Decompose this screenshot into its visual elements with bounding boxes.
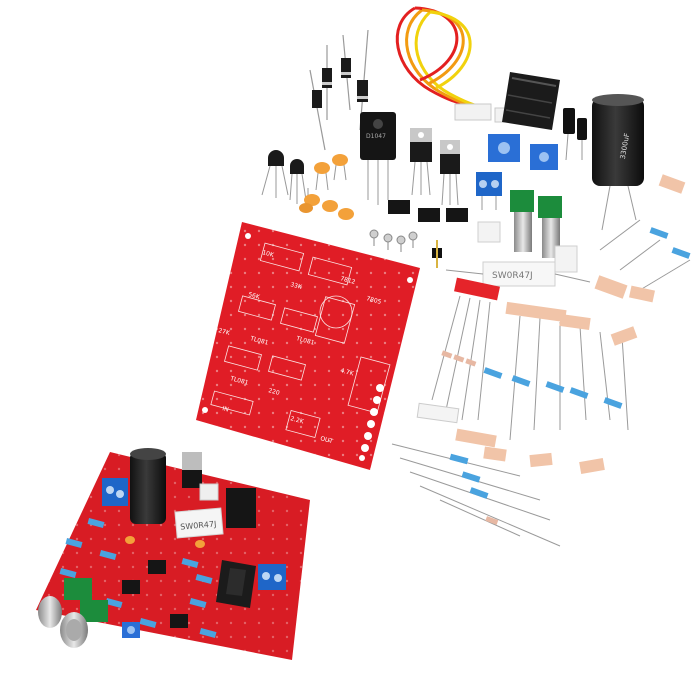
- silk-label: 33K: [289, 281, 303, 291]
- potentiometers: [510, 190, 562, 258]
- power-resistor: SW0R47J: [445, 261, 591, 287]
- power-transistor: D1047: [360, 112, 396, 205]
- screw-terminals: [476, 172, 502, 210]
- large-capacitor: 3300uF: [592, 94, 644, 231]
- small-transistors: [261, 150, 307, 204]
- voltage-regulators: [410, 128, 460, 206]
- white-connectors: [477, 221, 578, 273]
- diodes: [309, 29, 369, 151]
- ic-chips: [388, 200, 468, 222]
- silk-label: 10K: [261, 249, 275, 259]
- silk-label: 4.7K: [339, 367, 355, 378]
- ceramic-capacitors: [299, 154, 354, 220]
- silk-label: TL081: [295, 335, 316, 347]
- silk-label: TL081: [249, 335, 270, 347]
- silk-label: 27K: [217, 327, 231, 337]
- silk-label: 2.2K: [289, 415, 305, 426]
- svg-text:D1047: D1047: [366, 133, 386, 140]
- heatsink: [502, 72, 560, 130]
- silk-label: OUT: [319, 435, 333, 445]
- silk-label: TL081: [229, 375, 250, 387]
- bare-pcb: 10K 33K 56K TL081 TL081 TL081 7812 7805 …: [196, 222, 420, 470]
- loose-resistors: [391, 174, 691, 547]
- screws: [369, 229, 418, 252]
- pin-header: [432, 240, 442, 268]
- assembled-board: SW0R47J: [36, 448, 310, 660]
- power-resistor-label: SW0R47J: [492, 271, 533, 281]
- trimmer-potentiometers: [488, 134, 558, 170]
- small-electrolytic-capacitors: [563, 108, 587, 161]
- board-resistor-label: SW0R47J: [180, 520, 217, 532]
- silk-label: 56K: [247, 291, 261, 301]
- silk-label: 7812: [339, 275, 356, 286]
- silk-label: IN: [221, 405, 229, 413]
- silk-label: 220: [267, 387, 280, 397]
- silk-label: 7805: [365, 295, 382, 306]
- wire-harness: [395, 6, 510, 123]
